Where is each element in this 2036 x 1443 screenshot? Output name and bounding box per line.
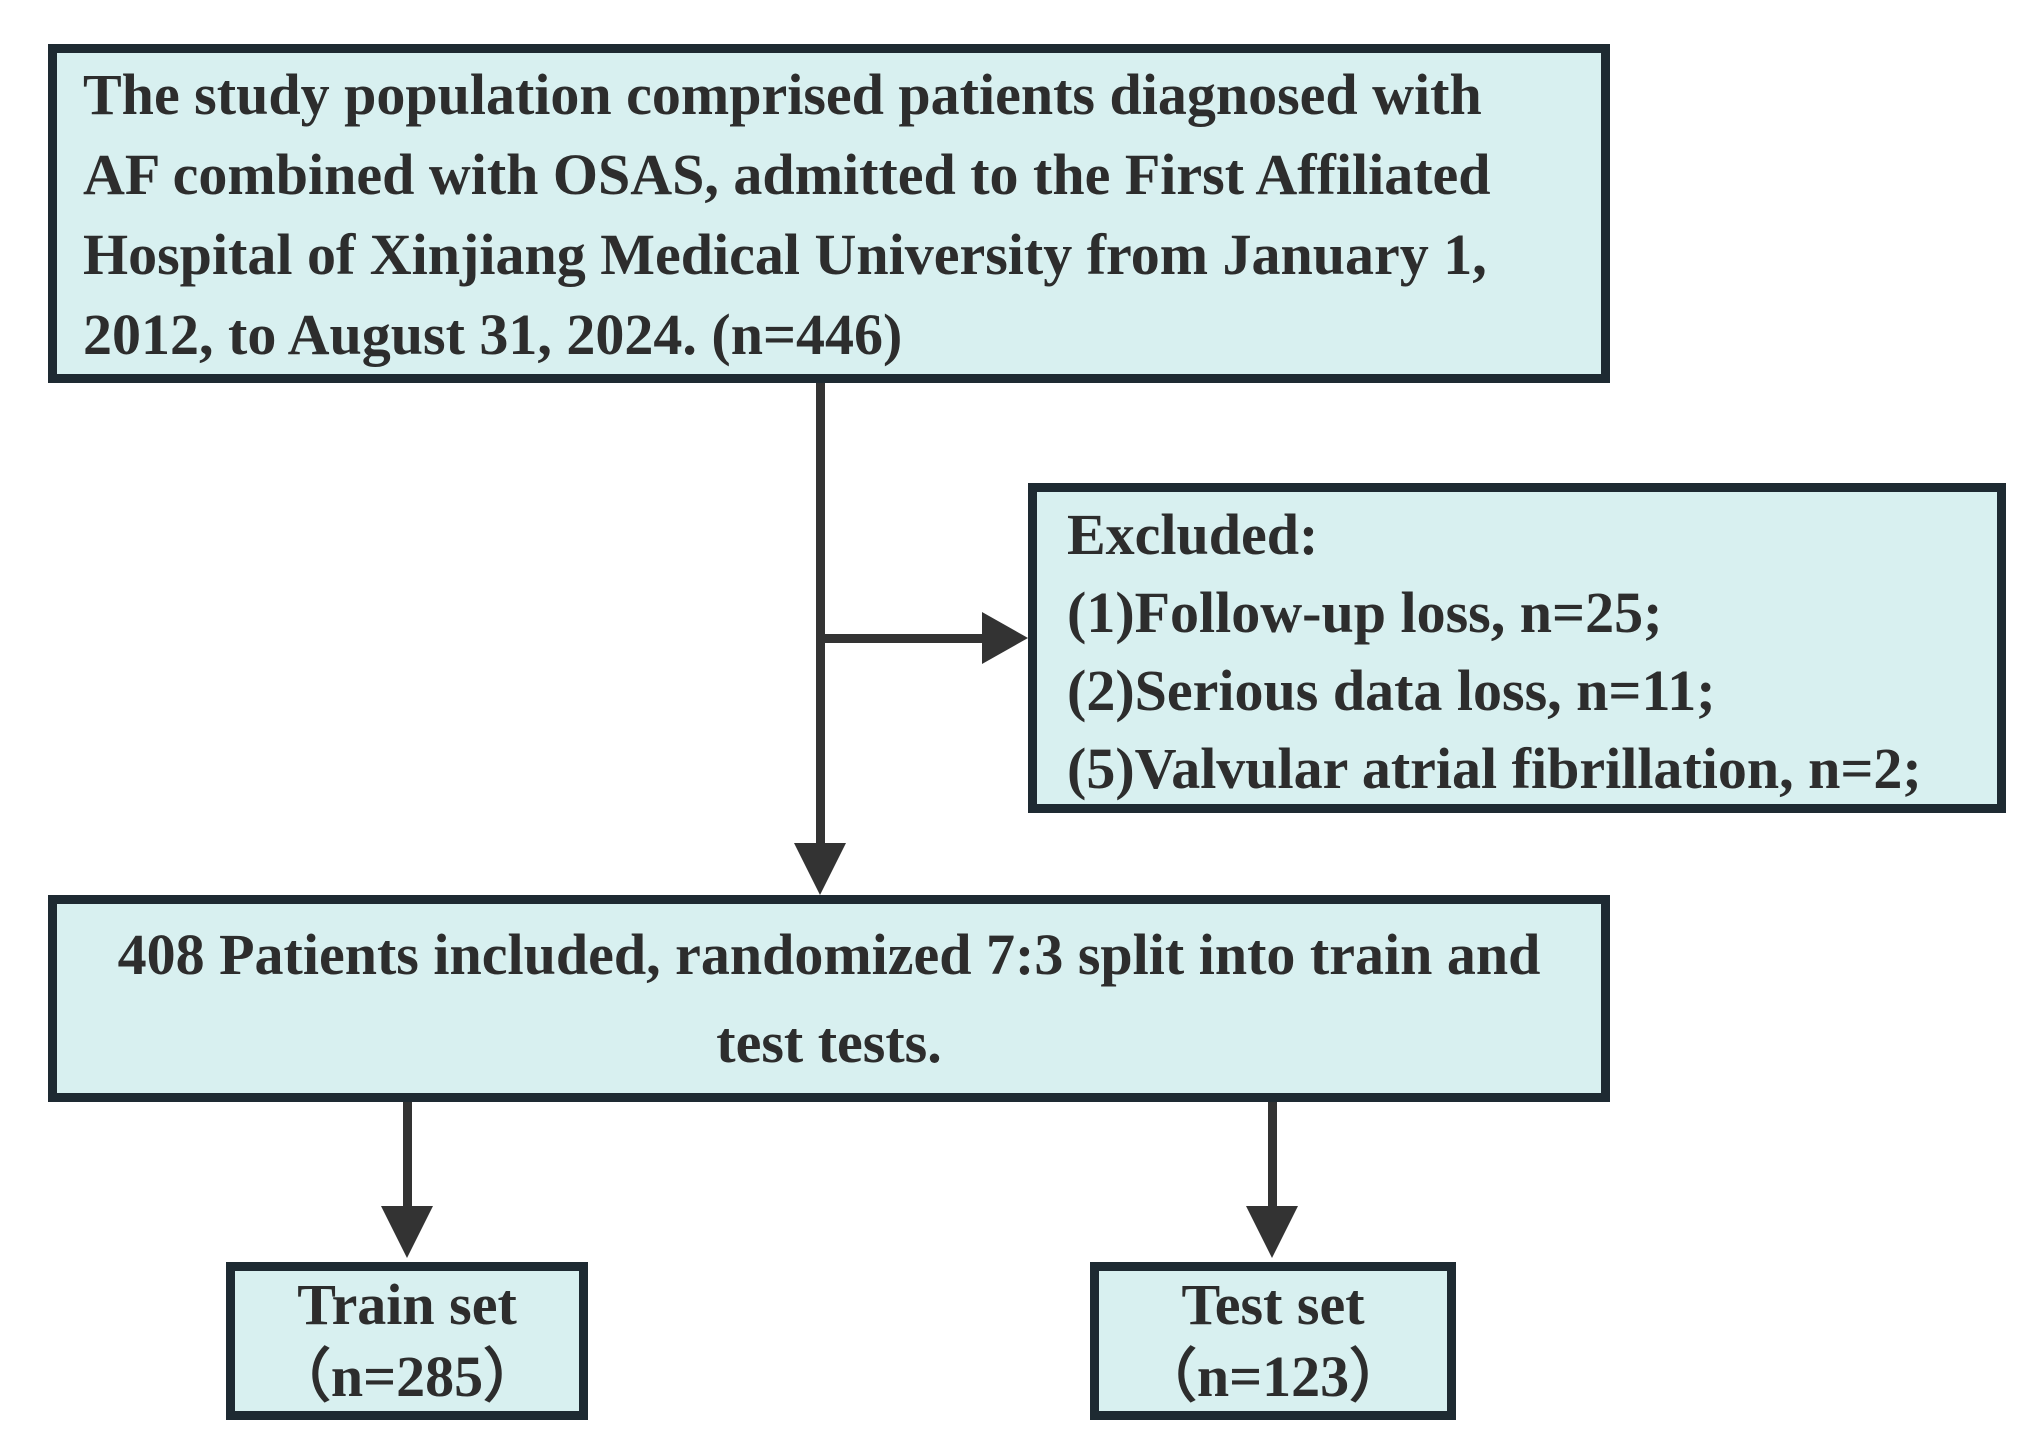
included-line-2: test tests.	[716, 1009, 942, 1075]
arrow-branch-to-excluded-head-icon	[982, 612, 1028, 664]
train-set-count: （n=285）	[272, 1344, 542, 1409]
test-set-count: （n=123）	[1138, 1344, 1408, 1409]
arrow-population-to-included-head-icon	[794, 843, 846, 895]
train-set-label: Train set	[297, 1272, 517, 1337]
arrow-included-to-train-head-icon	[381, 1206, 433, 1258]
population-line-3: Hospital of Xinjiang Medical University …	[83, 222, 1487, 287]
train-set-box: Train set （n=285）	[226, 1262, 588, 1420]
arrow-included-to-test-stem	[1268, 1102, 1277, 1208]
population-line-4: 2012, to August 31, 2024. (n=446)	[83, 302, 903, 367]
excluded-item-1: (1)Follow-up loss, n=25;	[1067, 580, 1663, 645]
test-set-label: Test set	[1181, 1272, 1365, 1337]
population-box: The study population comprised patients …	[48, 44, 1610, 383]
arrow-population-to-included-stem	[816, 383, 825, 845]
arrow-included-to-test-head-icon	[1246, 1206, 1298, 1258]
excluded-item-3: (5)Valvular atrial fibrillation, n=2;	[1067, 736, 1922, 801]
test-set-box: Test set （n=123）	[1090, 1262, 1456, 1420]
excluded-title: Excluded:	[1067, 502, 1319, 567]
excluded-item-2: (2)Serious data loss, n=11;	[1067, 658, 1716, 723]
arrow-included-to-train-stem	[403, 1102, 412, 1208]
population-line-1: The study population comprised patients …	[83, 62, 1482, 127]
included-line-1: 408 Patients included, randomized 7:3 sp…	[117, 921, 1541, 987]
population-line-2: AF combined with OSAS, admitted to the F…	[83, 142, 1491, 207]
included-box: 408 Patients included, randomized 7:3 sp…	[48, 895, 1610, 1102]
excluded-box: Excluded: (1)Follow-up loss, n=25; (2)Se…	[1028, 483, 2006, 813]
arrow-branch-to-excluded-stem	[816, 634, 984, 643]
